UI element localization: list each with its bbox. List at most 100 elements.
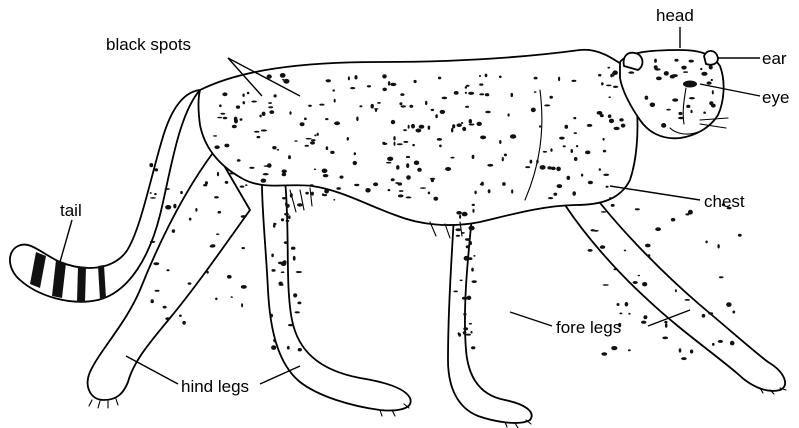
spot	[642, 282, 647, 286]
spot	[718, 340, 723, 343]
spot	[382, 142, 385, 144]
spot	[472, 155, 475, 159]
spot	[625, 302, 629, 307]
spot	[166, 269, 169, 271]
spot	[435, 114, 438, 118]
spot	[240, 118, 243, 121]
spot	[472, 209, 474, 213]
spot	[412, 144, 415, 146]
spot	[450, 157, 454, 159]
spot	[304, 118, 307, 121]
spot	[469, 323, 472, 325]
spot	[641, 321, 646, 324]
spot	[464, 256, 469, 261]
spot	[399, 102, 402, 105]
spot	[403, 141, 408, 143]
spot	[242, 94, 244, 97]
spot	[277, 149, 279, 151]
spot	[536, 160, 538, 164]
spot	[334, 121, 340, 125]
spot	[571, 149, 574, 153]
spot	[606, 85, 612, 87]
spot	[324, 189, 329, 194]
spot	[600, 245, 605, 249]
label-chest: chest	[704, 192, 745, 211]
spot	[271, 254, 274, 258]
spot	[711, 79, 713, 81]
spot	[686, 105, 690, 108]
spot	[382, 74, 387, 78]
spot	[254, 131, 259, 133]
spot	[539, 125, 541, 127]
spot	[241, 247, 245, 249]
spot	[588, 249, 593, 252]
spot	[701, 72, 707, 76]
spot	[573, 117, 576, 119]
spot	[601, 352, 607, 355]
spot	[281, 271, 285, 273]
spot	[371, 104, 374, 109]
spot	[619, 118, 623, 121]
spot	[388, 81, 390, 86]
spot	[571, 80, 576, 82]
spot	[457, 123, 462, 127]
spot	[215, 298, 217, 301]
spot	[293, 293, 297, 297]
spot	[305, 145, 310, 147]
spot	[291, 247, 296, 250]
spot	[617, 303, 620, 306]
spot	[567, 176, 571, 180]
spot	[232, 125, 237, 129]
label-eye: eye	[762, 88, 789, 107]
spot	[245, 184, 247, 186]
spot	[455, 228, 461, 231]
spot	[574, 157, 578, 161]
leader-tail	[60, 220, 72, 262]
leader-fore-legs-left	[510, 312, 552, 326]
spot	[576, 145, 578, 147]
spot	[261, 179, 267, 183]
spot	[333, 199, 335, 201]
label-ear: ear	[762, 49, 787, 68]
spot	[650, 103, 655, 108]
spot	[678, 112, 682, 115]
spot	[558, 77, 560, 82]
spot	[237, 159, 241, 162]
spot	[553, 193, 557, 196]
spot	[603, 284, 609, 286]
spot	[559, 137, 565, 140]
spot	[259, 115, 261, 118]
spot	[399, 190, 404, 192]
spot	[719, 276, 724, 278]
spot	[628, 349, 631, 351]
spot	[225, 181, 229, 184]
spot	[311, 192, 314, 196]
spot	[726, 302, 731, 307]
spot	[356, 117, 358, 122]
spot	[469, 119, 472, 124]
spot	[297, 203, 303, 206]
spot	[216, 233, 219, 235]
spot	[278, 262, 283, 265]
spot	[504, 154, 507, 157]
spot	[550, 148, 552, 152]
spot	[297, 302, 301, 305]
spot	[654, 65, 658, 69]
spot	[377, 102, 381, 104]
spot	[499, 140, 501, 144]
spot	[462, 127, 466, 131]
spot	[310, 141, 315, 144]
spot	[431, 179, 434, 182]
spot	[229, 172, 235, 174]
spot	[173, 204, 176, 209]
spot	[406, 163, 409, 168]
spot	[525, 166, 530, 168]
spot	[587, 124, 593, 127]
spot	[453, 291, 458, 293]
spot	[243, 101, 246, 104]
spot	[234, 117, 238, 122]
spot	[354, 75, 357, 79]
spot	[267, 163, 272, 168]
spot	[273, 339, 276, 342]
